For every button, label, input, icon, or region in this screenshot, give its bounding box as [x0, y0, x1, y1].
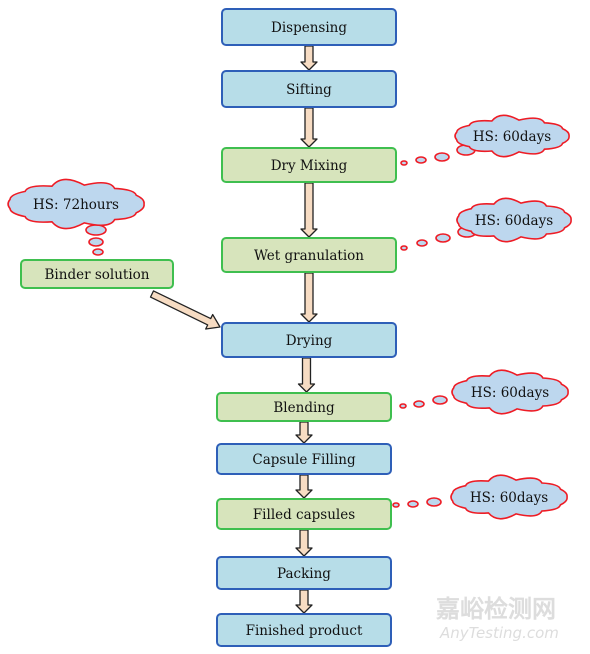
drying-box-shape	[221, 322, 397, 358]
filled-capsules-box-shape	[216, 498, 392, 530]
wet-granulation-box: Wet granulation	[221, 237, 397, 273]
arrows-layer	[149, 45, 318, 614]
cloud-shape-wet-granulation	[456, 197, 572, 243]
capsule-filling-box: Capsule Filling	[216, 443, 392, 475]
arrow-dry-mixing-to-wet-granulation	[300, 182, 318, 238]
capsule-filling-box-shape	[216, 443, 392, 475]
dispensing-label: Dispensing	[271, 20, 347, 36]
cloud-bubble-wet-granulation-1	[416, 239, 428, 247]
cloud-shape-binder-solution	[7, 178, 145, 230]
finished-product-label: Finished product	[246, 623, 363, 639]
dry-mixing-label: Dry Mixing	[271, 158, 348, 174]
arrow-dispensing-to-sifting	[300, 45, 318, 71]
cloud-bubble-dry-mixing-0	[400, 160, 408, 166]
binder-solution-label: Binder solution	[45, 267, 150, 283]
watermark: 嘉峪检测网 AnyTesting.com	[436, 595, 559, 642]
sifting-box-shape	[221, 70, 397, 108]
dispensing-box: Dispensing	[221, 8, 397, 46]
packing-box: Packing	[216, 556, 392, 590]
dry-mixing-box: Dry Mixing	[221, 147, 397, 183]
filled-capsules-box: Filled capsules	[216, 498, 392, 530]
sifting-box: Sifting	[221, 70, 397, 108]
drying-box: Drying	[221, 322, 397, 358]
cloud-bubble-wet-granulation-2	[435, 233, 451, 243]
arrow-binder-solution-to-drying	[149, 290, 221, 330]
packing-label: Packing	[277, 566, 331, 582]
finished-product-box-shape	[216, 613, 392, 647]
capsule-filling-label: Capsule Filling	[252, 452, 356, 468]
cloud-bubble-wet-granulation-0	[400, 245, 408, 251]
watermark-line1: 嘉峪检测网	[436, 595, 556, 623]
blending-box-shape	[216, 392, 392, 422]
hold-time-label-dry-mixing: HS: 60days	[473, 129, 551, 145]
filled-capsules-label: Filled capsules	[253, 507, 355, 523]
cloud-bubble-blending-0	[399, 403, 407, 409]
cloud-bubble-binder-solution-1	[88, 237, 104, 247]
hold-time-cloud-binder-solution: HS: 72hours	[7, 178, 145, 256]
wet-granulation-box-shape	[221, 237, 397, 273]
arrow-wet-granulation-to-drying	[300, 272, 318, 323]
hold-time-label-filled-capsules: HS: 60days	[470, 490, 548, 506]
hold-time-cloud-dry-mixing: HS: 60days	[400, 114, 570, 166]
blending-box: Blending	[216, 392, 392, 422]
wet-granulation-label: Wet granulation	[254, 248, 364, 264]
hold-time-label-wet-granulation: HS: 60days	[475, 213, 553, 229]
cloud-shape-blending	[451, 369, 569, 415]
arrow-filled-capsules-to-packing	[295, 529, 313, 557]
arrow-drying-to-blending	[297, 357, 316, 393]
hold-time-label-binder-solution: HS: 72hours	[33, 197, 119, 213]
cloud-shape-filled-capsules	[450, 474, 568, 520]
hold-time-cloud-filled-capsules: HS: 60days	[392, 474, 568, 520]
cloud-bubble-blending-2	[432, 395, 448, 405]
finished-product-box: Finished product	[216, 613, 392, 647]
arrow-packing-to-finished-product	[295, 589, 313, 614]
cloud-shape-dry-mixing	[454, 114, 570, 158]
cloud-bubble-dry-mixing-2	[434, 152, 450, 162]
dispensing-box-shape	[221, 8, 397, 46]
sifting-label: Sifting	[286, 82, 332, 98]
cloud-bubble-filled-capsules-1	[407, 500, 419, 508]
blending-label: Blending	[273, 400, 335, 416]
cloud-bubble-filled-capsules-0	[392, 502, 400, 508]
cloud-bubble-filled-capsules-2	[426, 497, 442, 507]
binder-solution-box: Binder solution	[20, 259, 174, 289]
cloud-bubble-binder-solution-2	[92, 248, 104, 256]
watermark-line2: AnyTesting.com	[439, 624, 559, 642]
drying-label: Drying	[286, 333, 333, 349]
arrow-blending-to-capsule-filling	[295, 421, 313, 444]
dry-mixing-box-shape	[221, 147, 397, 183]
hold-time-cloud-wet-granulation: HS: 60days	[400, 197, 572, 251]
binder-solution-box-shape	[20, 259, 174, 289]
cloud-bubble-binder-solution-0	[85, 224, 107, 236]
arrow-capsule-filling-to-filled-capsules	[295, 474, 313, 499]
packing-box-shape	[216, 556, 392, 590]
cloud-bubble-blending-1	[413, 400, 425, 408]
arrow-sifting-to-dry-mixing	[300, 107, 318, 148]
hold-time-label-blending: HS: 60days	[471, 385, 549, 401]
hold-time-cloud-blending: HS: 60days	[399, 369, 569, 415]
cloud-bubble-dry-mixing-1	[415, 156, 427, 164]
